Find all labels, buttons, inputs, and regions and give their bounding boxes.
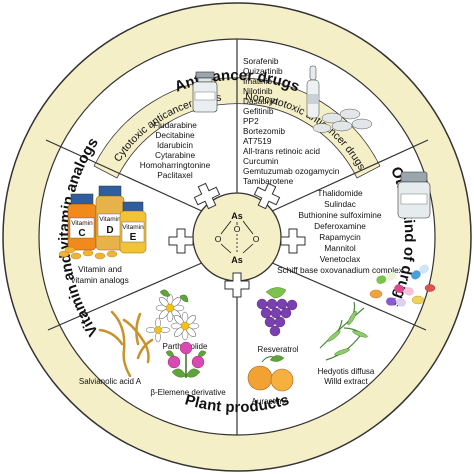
plant-label-resveratrol: Resveratrol bbox=[258, 345, 299, 354]
drug-item: Buthionine sulfoximine bbox=[298, 210, 381, 220]
vitamin-label-line: vitamin analogs bbox=[71, 275, 129, 285]
drug-item: Fludarabine bbox=[153, 120, 197, 130]
pill-bottle-icon bbox=[397, 171, 431, 219]
drug-item: Gefitinib bbox=[243, 106, 274, 116]
vitamin-label-line: Vitamin and bbox=[78, 264, 122, 274]
plus-icon bbox=[253, 182, 281, 210]
arsenic-molecule: As As O O O bbox=[215, 211, 260, 265]
drug-item: Bortezomib bbox=[243, 126, 285, 136]
noncytotoxic-drug-list: Sorafenib Quizartinib Imatinib Nilotinib… bbox=[243, 56, 340, 186]
svg-text:D: D bbox=[106, 225, 113, 236]
vial-icon bbox=[192, 71, 218, 113]
drug-item: Imatinib bbox=[243, 76, 272, 86]
vitamin-bottles-icon: Vitamin C Vitamin D Vitamin E bbox=[58, 185, 147, 260]
as-label-bottom: As bbox=[231, 255, 243, 265]
vitamin-d-bottle: Vitamin D bbox=[95, 185, 125, 251]
hedyotis-label: Hedyotis diffusa Willd extract bbox=[318, 367, 375, 386]
plus-icon bbox=[168, 228, 194, 254]
vitamin-pills bbox=[58, 246, 118, 260]
drug-item: Homoharringtonine bbox=[140, 160, 211, 170]
drug-item: PP2 bbox=[243, 116, 259, 126]
drug-item: AT7519 bbox=[243, 136, 272, 146]
drug-item: Sulindac bbox=[324, 199, 356, 209]
svg-text:E: E bbox=[130, 232, 137, 243]
drug-item: Curcumin bbox=[243, 156, 279, 166]
o-label-middle: O bbox=[234, 224, 241, 234]
plus-icon bbox=[224, 272, 250, 298]
capsules-icon bbox=[369, 264, 436, 307]
drug-item: Tamibarotene bbox=[243, 176, 294, 186]
o-label-right: O bbox=[253, 234, 260, 244]
hedyotis-label-line: Hedyotis diffusa bbox=[318, 367, 375, 376]
drug-item: Nilotinib bbox=[243, 86, 273, 96]
sector-dividers bbox=[45, 39, 429, 435]
vitamin-e-bottle: Vitamin E bbox=[119, 201, 147, 254]
drug-item: Sorafenib bbox=[243, 56, 279, 66]
hedyotis-herb-icon bbox=[319, 301, 368, 361]
o-label-left: O bbox=[215, 234, 222, 244]
plus-connectors bbox=[168, 182, 306, 298]
drug-item: Decitabine bbox=[155, 130, 195, 140]
drug-item: Schiff base oxovanadium complex bbox=[277, 265, 404, 275]
daisy-icon bbox=[145, 289, 200, 343]
svg-text:Vitamin: Vitamin bbox=[122, 224, 144, 231]
hedyotis-label-line: Willd extract bbox=[324, 377, 368, 386]
drug-item: Paclitaxel bbox=[157, 170, 193, 180]
drug-item: Venetoclax bbox=[320, 254, 361, 264]
center-disc bbox=[192, 192, 282, 282]
drug-item: All-trans retinoic acid bbox=[243, 146, 320, 156]
grapes-icon bbox=[256, 287, 298, 337]
orange-fruit-icon bbox=[247, 355, 294, 392]
cytotoxic-drug-list: Fludarabine Decitabine Idarubicin Cytara… bbox=[140, 120, 211, 180]
drug-item: Deferoxamine bbox=[314, 221, 366, 231]
roots-icon bbox=[98, 310, 154, 378]
plant-label-elemene: β-Elemene derivative bbox=[150, 388, 226, 397]
as-label-top: As bbox=[231, 211, 243, 221]
drug-item: Quizartinib bbox=[243, 66, 283, 76]
ampoule-icon bbox=[306, 65, 320, 119]
drug-item: Idarubicin bbox=[157, 140, 193, 150]
drug-item: Gemtuzumab ozogamycin bbox=[243, 166, 340, 176]
drug-item: Dasatinib bbox=[243, 96, 278, 106]
plus-icon bbox=[280, 228, 306, 254]
svg-text:Vitamin: Vitamin bbox=[99, 216, 121, 223]
plus-icon bbox=[193, 182, 221, 210]
plant-label-salvianolic: Salvianolic acid A bbox=[79, 377, 142, 386]
other-drug-list: Thalidomide Sulindac Buthionine sulfoxim… bbox=[277, 188, 404, 275]
drug-item: Rapamycin bbox=[319, 232, 361, 242]
svg-text:C: C bbox=[78, 228, 85, 239]
drug-item: Thalidomide bbox=[317, 188, 363, 198]
vitamin-label: Vitamin and vitamin analogs bbox=[71, 264, 129, 285]
drug-item: Cytarabine bbox=[155, 150, 196, 160]
vitamin-c-bottle: Vitamin C bbox=[67, 193, 97, 251]
svg-text:Vitamin: Vitamin bbox=[71, 220, 93, 227]
elemene-plant-icon bbox=[165, 341, 207, 378]
plant-label-auraptene: Auraptene bbox=[252, 397, 289, 406]
tablets-icon bbox=[312, 108, 373, 133]
drug-item: Mannitol bbox=[324, 243, 356, 253]
